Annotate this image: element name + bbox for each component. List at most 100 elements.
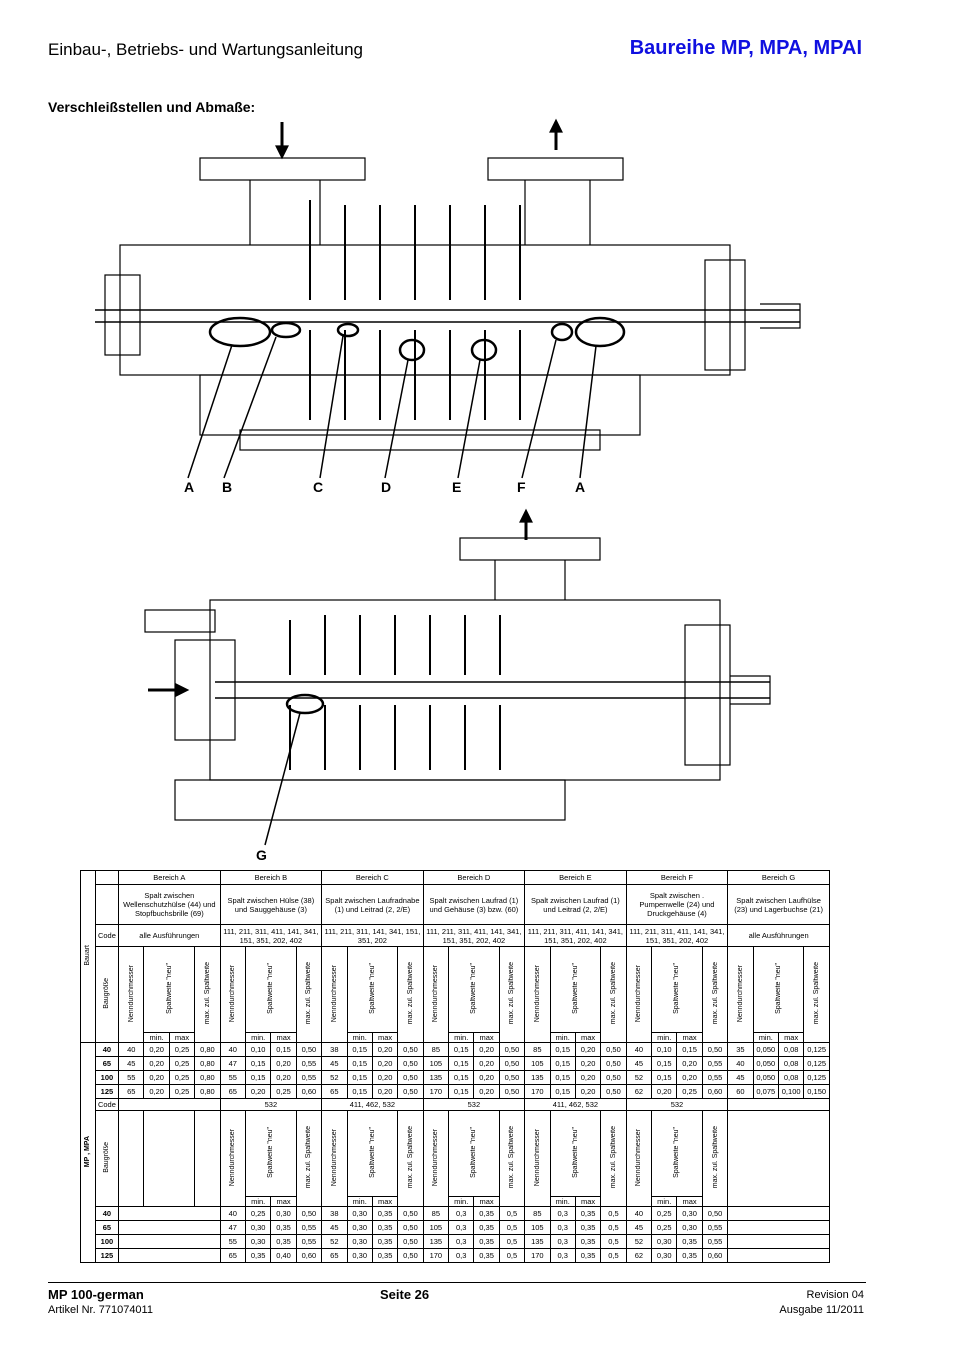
value-cell: 0,30 — [244, 1234, 272, 1249]
value-cell: 0,20 — [143, 1070, 170, 1085]
nenndurchmesser-header-text: Nenndurchmesser — [127, 964, 135, 1023]
nenndurchmesser-header-text: Nenndurchmesser — [330, 1128, 338, 1187]
value-cell: 0,20 — [651, 1084, 678, 1099]
top-pump-drawing — [95, 118, 801, 479]
value-cell: 0,3 — [448, 1248, 475, 1263]
spaltweite-neu-header-text: Spaltweite "neu" — [673, 1127, 681, 1178]
value-cell: 65 — [321, 1084, 348, 1099]
value-cell: 0,20 — [574, 1070, 602, 1085]
value-cell: 0,60 — [701, 1248, 729, 1263]
value-cell: 0,10 — [244, 1042, 272, 1057]
spaltweite-neu-header: Spaltweite "neu" — [752, 946, 805, 1033]
value-cell: 40 — [625, 1042, 653, 1057]
baugroesse-header-text: Baugröße — [103, 1142, 111, 1173]
blank-cell — [94, 884, 120, 925]
value-cell: 38 — [321, 1042, 348, 1057]
value-cell: 0,30 — [346, 1220, 373, 1235]
value-cell: 0,50 — [295, 1042, 323, 1057]
pump-cross-section-drawings — [95, 118, 801, 846]
value-cell: 135 — [524, 1234, 551, 1249]
value-cell: 0,5 — [498, 1206, 526, 1221]
value-cell: 0,15 — [549, 1056, 576, 1071]
bereich-codes: 111, 211, 311, 411, 141, 341, 151, 351, … — [524, 924, 627, 947]
value-cell: 0,55 — [701, 1220, 729, 1235]
size-cell: 125 — [94, 1084, 120, 1099]
value-cell: 0,30 — [346, 1248, 373, 1263]
value-cell: 0,25 — [168, 1056, 196, 1071]
max-label: max — [676, 1032, 703, 1043]
spaltweite-neu-header-text: Spaltweite "neu" — [571, 963, 579, 1014]
nenndurchmesser-header-text: Nenndurchmesser — [229, 964, 237, 1023]
value-cell: 38 — [321, 1206, 348, 1221]
value-cell: 0,15 — [244, 1070, 272, 1085]
value-cell: 0,20 — [473, 1084, 500, 1099]
value-cell: 0,25 — [168, 1084, 196, 1099]
spaltweite-neu-header: Spaltweite "neu" — [651, 946, 703, 1033]
max-spaltweite-header-text: max. zul. Spaltweite — [305, 962, 313, 1025]
value-cell: 170 — [422, 1084, 450, 1099]
code-values: 532 — [219, 1098, 323, 1111]
value-cell: 0,60 — [295, 1248, 323, 1263]
value-cell: 0,3 — [549, 1220, 576, 1235]
value-cell: 0,100 — [777, 1084, 805, 1099]
value-cell: 47 — [219, 1220, 246, 1235]
max-label: max — [168, 1032, 196, 1043]
min-label: min. — [244, 1032, 272, 1043]
value-cell: 62 — [625, 1084, 653, 1099]
value-cell: 0,55 — [295, 1220, 323, 1235]
marker-g: G — [256, 847, 267, 863]
spaltweite-neu-header: Spaltweite "neu" — [346, 1110, 399, 1197]
value-cell: 0,15 — [549, 1084, 576, 1099]
baugroesse-header-text: Baugröße — [103, 978, 111, 1009]
value-cell: 55 — [219, 1234, 246, 1249]
value-cell: 0,20 — [143, 1056, 170, 1071]
value-cell: 0,35 — [244, 1248, 272, 1263]
value-cell: 0,20 — [473, 1070, 500, 1085]
value-cell: 0,50 — [498, 1042, 526, 1057]
size-cell: 65 — [94, 1220, 120, 1235]
value-cell: 0,20 — [371, 1056, 399, 1071]
value-cell: 0,25 — [168, 1070, 196, 1085]
value-cell: 0,25 — [651, 1220, 678, 1235]
value-cell: 85 — [422, 1206, 450, 1221]
value-cell: 85 — [524, 1042, 551, 1057]
value-cell: 0,15 — [448, 1084, 475, 1099]
blank-cell — [727, 1110, 830, 1207]
max-spaltweite-header: max. zul. Spaltweite — [701, 946, 729, 1043]
min-label: min. — [346, 1032, 373, 1043]
max-spaltweite-header-text: max. zul. Spaltweite — [203, 962, 211, 1025]
max-spaltweite-header: max. zul. Spaltweite — [295, 1110, 323, 1207]
blank-cell — [118, 1098, 221, 1111]
value-cell: 0,20 — [473, 1056, 500, 1071]
bereich-codes: alle Ausführungen — [727, 924, 830, 947]
value-cell: 62 — [625, 1248, 653, 1263]
value-cell: 45 — [727, 1070, 754, 1085]
code-values: 532 — [422, 1098, 526, 1111]
value-cell: 0,35 — [473, 1220, 500, 1235]
document-title: Einbau-, Betriebs- und Wartungsanleitung — [48, 40, 363, 59]
footer-article-number: Artikel Nr. 771074011 — [48, 1304, 153, 1316]
size-cell: 40 — [94, 1206, 120, 1221]
value-cell: 0,25 — [651, 1206, 678, 1221]
value-cell: 0,50 — [600, 1084, 627, 1099]
value-cell: 0,80 — [194, 1084, 221, 1099]
value-cell: 0,08 — [777, 1056, 805, 1071]
nenndurchmesser-header: Nenndurchmesser — [321, 946, 348, 1043]
nenndurchmesser-header: Nenndurchmesser — [118, 946, 145, 1043]
spaltweite-neu-header-text: Spaltweite "neu" — [165, 963, 173, 1014]
value-cell: 0,15 — [448, 1042, 475, 1057]
spaltweite-neu-header: Spaltweite "neu" — [143, 946, 196, 1033]
nenndurchmesser-header-text: Nenndurchmesser — [736, 964, 744, 1023]
bereich-header: Bereich B — [219, 870, 323, 885]
value-cell: 52 — [625, 1234, 653, 1249]
value-cell: 0,25 — [168, 1042, 196, 1057]
value-cell: 0,20 — [676, 1056, 703, 1071]
table-row: Spalt zwischen Wellenschutzhülse (44) un… — [81, 884, 830, 925]
max-spaltweite-header-text: max. zul. Spaltweite — [508, 1126, 516, 1189]
nenndurchmesser-header: Nenndurchmesser — [422, 1110, 450, 1207]
max-spaltweite-header: max. zul. Spaltweite — [397, 1110, 424, 1207]
value-cell: 45 — [625, 1056, 653, 1071]
